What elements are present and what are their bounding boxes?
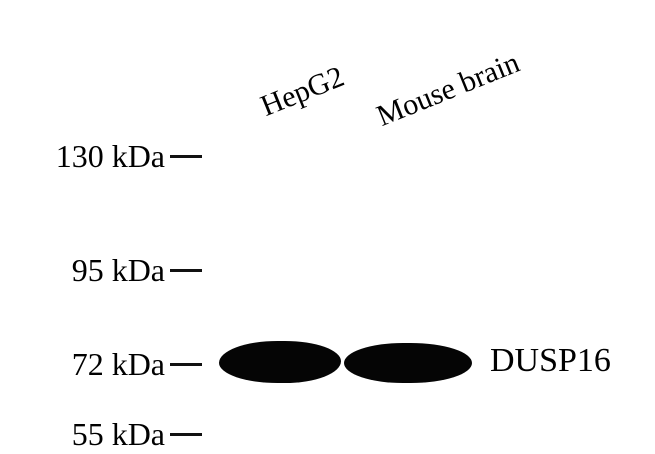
marker-tick-55 (170, 433, 202, 436)
lane-label-hepg2: HepG2 (256, 59, 349, 123)
protein-label: DUSP16 (490, 342, 611, 379)
marker-tick-72 (170, 363, 202, 366)
marker-label-95: 95 kDa (71, 252, 165, 288)
band-mouse-brain (344, 343, 472, 383)
marker-tick-95 (170, 269, 202, 272)
marker-tick-130 (170, 155, 202, 158)
band-hepg2 (219, 341, 341, 383)
marker-label-130: 130 kDa (55, 138, 165, 174)
marker-label-72: 72 kDa (71, 346, 165, 382)
marker-label-55: 55 kDa (71, 416, 165, 452)
lane-label-mouse-brain: Mouse brain (372, 45, 525, 133)
